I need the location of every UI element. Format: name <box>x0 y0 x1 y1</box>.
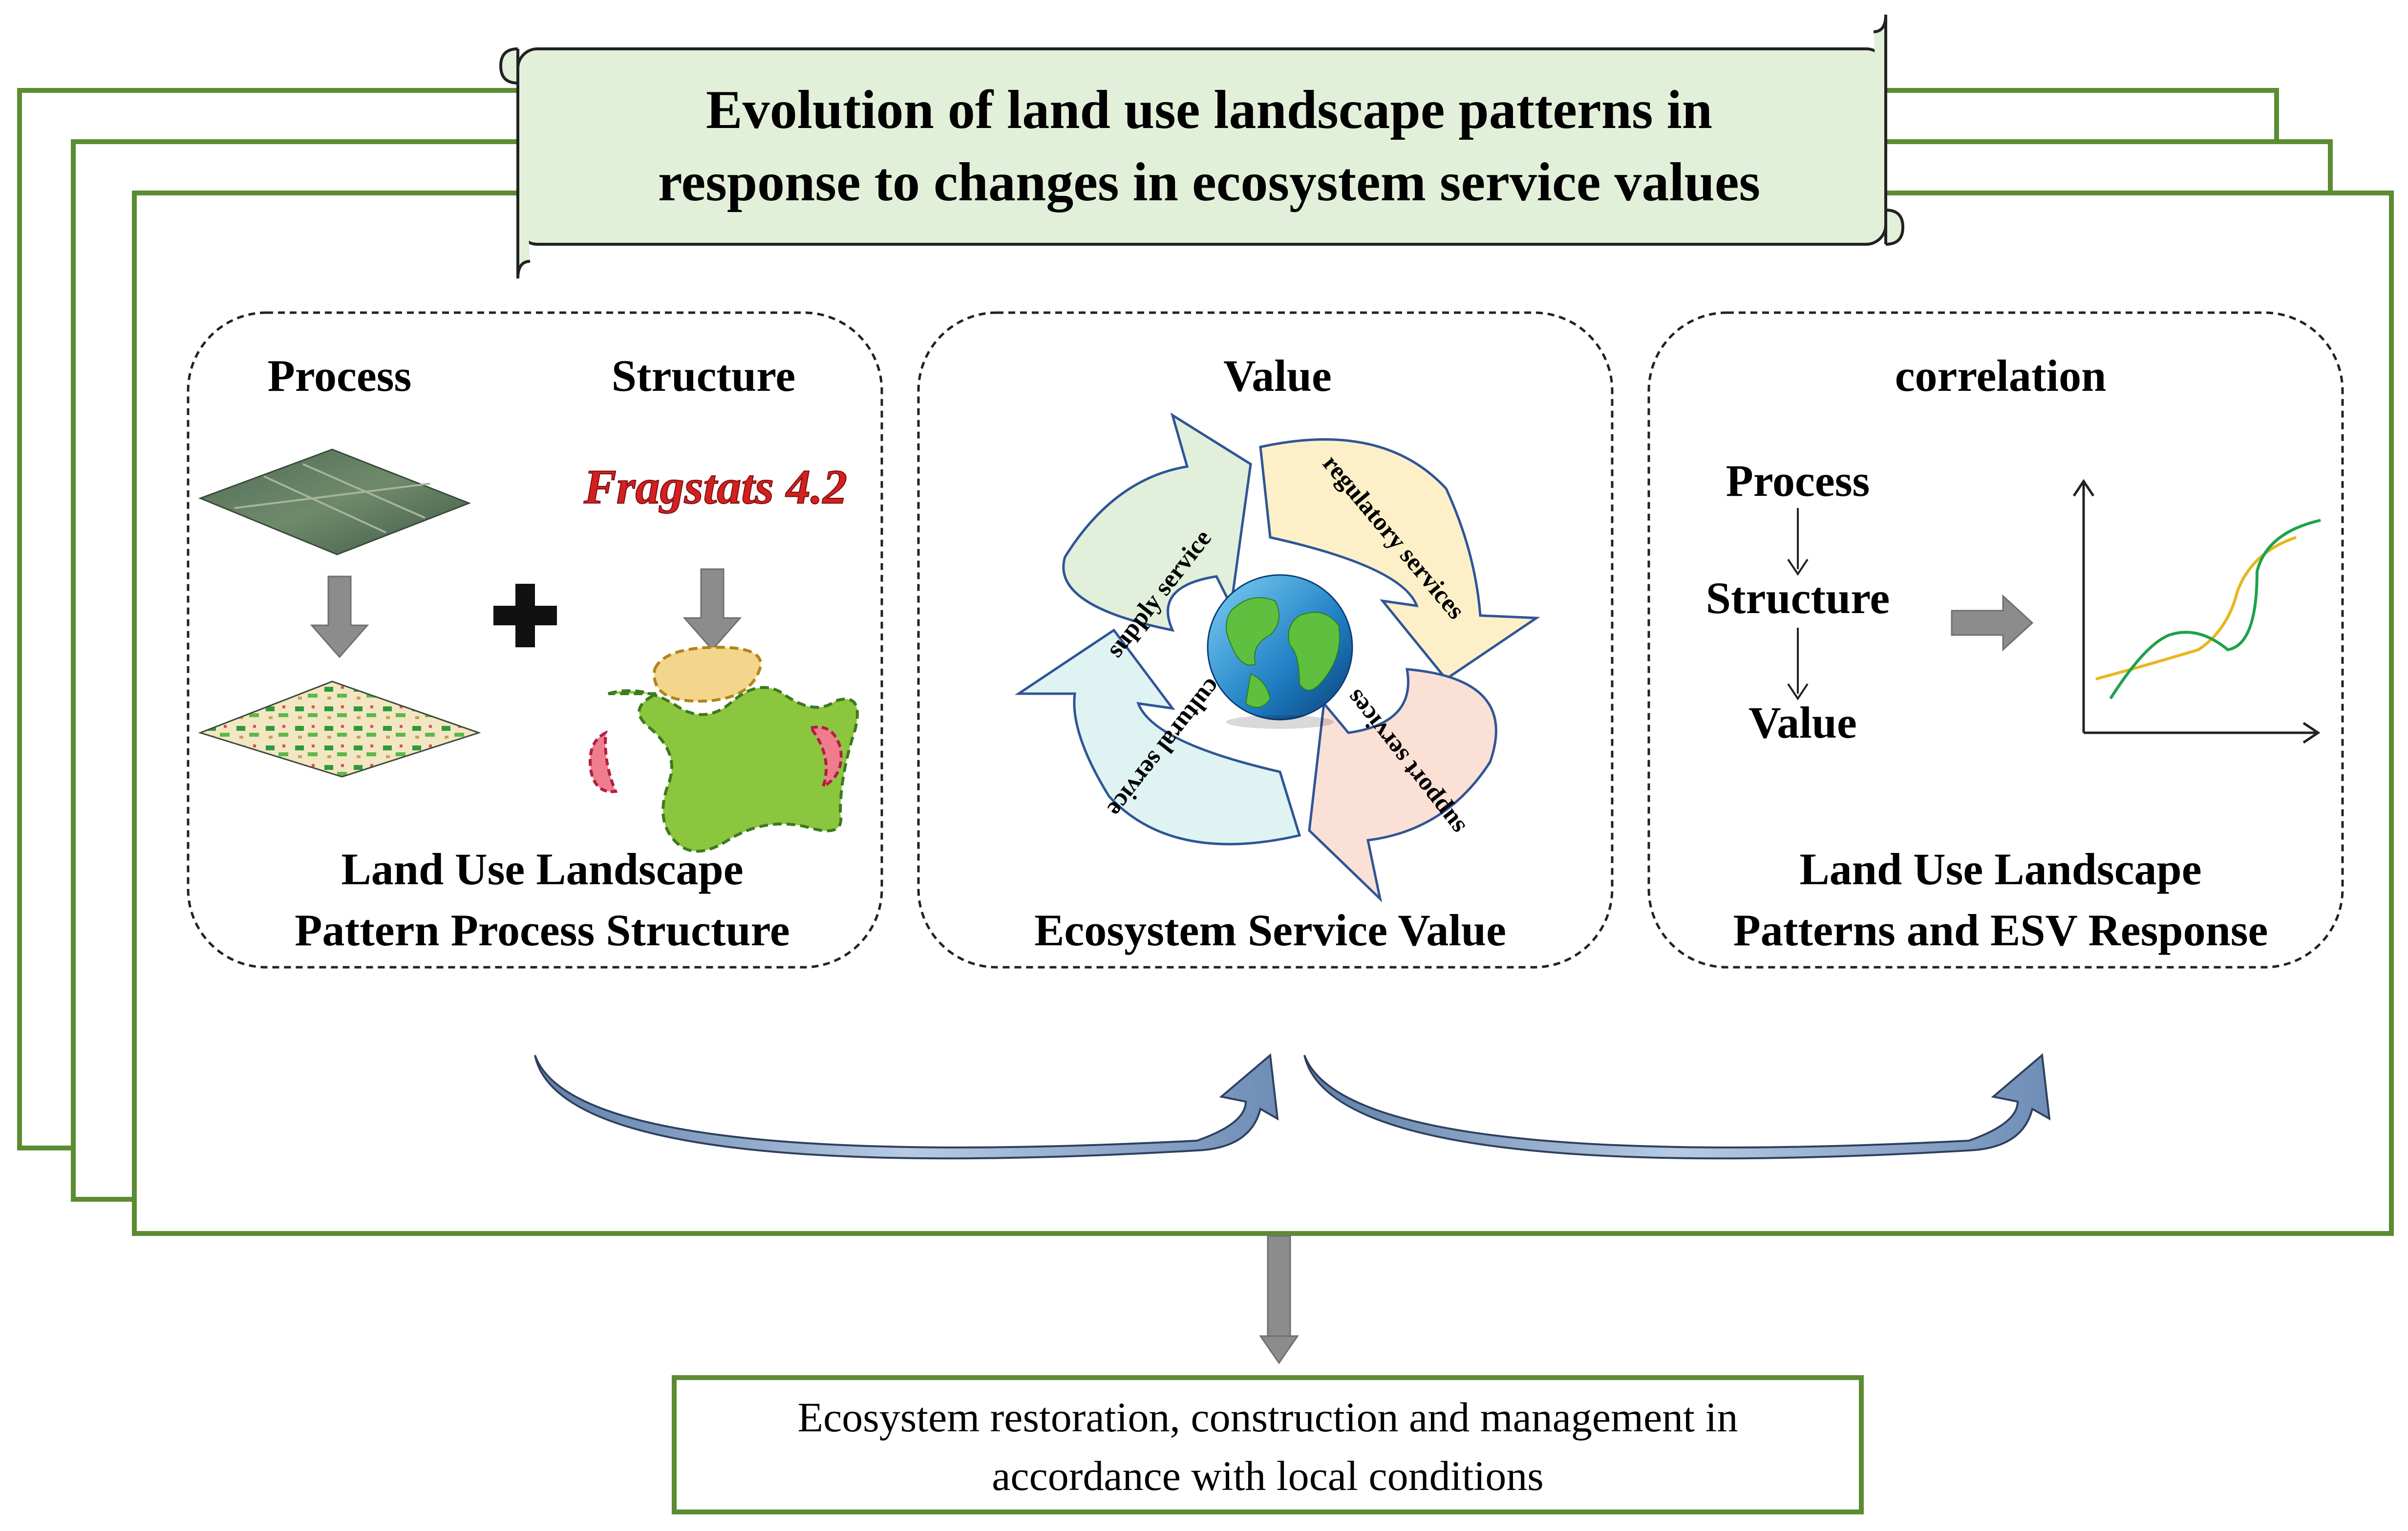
panel-right-content: correlation Process Structure Value Land… <box>1706 351 2321 955</box>
connector-down-head <box>1259 1335 1299 1364</box>
earth-continents <box>1226 597 1340 708</box>
arrow-regulatory-services <box>1259 438 1540 681</box>
scroll-curl-right <box>1873 14 1905 246</box>
bottom-box-line-2: accordance with local conditions <box>992 1452 1544 1499</box>
patch-red-right <box>808 725 843 790</box>
graph-curve-yellow <box>2095 536 2297 680</box>
right-gray-arrow <box>1951 594 2034 652</box>
title-scroll-body <box>516 47 1887 246</box>
bottom-box-line-1: Ecosystem restoration, construction and … <box>798 1394 1738 1441</box>
left-caption-line-2: Pattern Process Structure <box>295 905 789 955</box>
left-heading-process: Process <box>268 351 412 401</box>
left-down-arrow-2 <box>682 568 742 651</box>
flow-arrow-1-head <box>1787 558 1809 576</box>
scroll-curl-left <box>499 47 531 279</box>
panel-left <box>187 311 883 969</box>
flow-arrow-2-head <box>1787 683 1809 701</box>
arrow-cultural-service <box>1014 628 1301 846</box>
right-caption-line-1: Land Use Landscape <box>1799 844 2201 894</box>
middle-caption: Ecosystem Service Value <box>1034 905 1506 955</box>
panel-middle-content: Value supply service regulatory services… <box>1014 351 1540 955</box>
right-caption-line-2: Patterns and ESV Response <box>1733 905 2268 955</box>
graph-x-axis-head <box>2302 722 2321 744</box>
panel-middle <box>917 311 1614 969</box>
correlation-graph <box>2072 479 2321 744</box>
right-heading: correlation <box>1895 351 2107 401</box>
title-line-1: Evolution of land use landscape patterns… <box>706 80 1712 140</box>
flow-value: Value <box>1748 698 1857 747</box>
satellite-map-roads <box>234 463 430 533</box>
arrow-support-services <box>1308 668 1497 903</box>
middle-heading: Value <box>1223 351 1332 401</box>
graph-y-axis-head <box>2072 479 2095 497</box>
flow-process: Process <box>1726 456 1870 506</box>
left-caption-line-1: Land Use Landscape <box>341 844 743 894</box>
patch-red-left <box>589 730 618 793</box>
panel-right <box>1647 311 2344 969</box>
graph-curve-green <box>2109 519 2321 700</box>
patch-yellow <box>653 645 762 703</box>
title-line-2: response to changes in ecosystem service… <box>658 152 1760 213</box>
land-use-map-diamond <box>198 680 481 778</box>
left-down-arrow-1 <box>310 575 369 659</box>
satellite-map-diamond <box>198 448 471 555</box>
connector-down-shaft <box>1267 1235 1291 1340</box>
patch-green <box>608 686 859 853</box>
plus-icon <box>493 584 557 647</box>
panel-left-content: Process Structure Fragstats 4.2 Land Use… <box>198 351 859 955</box>
bottom-result-box <box>672 1375 1864 1514</box>
title-scroll: Evolution of land use landscape patterns… <box>499 14 1905 279</box>
earth-shadow <box>1226 715 1334 729</box>
curved-arrow-middle-to-right <box>1303 1053 2051 1160</box>
left-heading-structure: Structure <box>612 351 795 401</box>
curved-arrow-left-to-middle <box>534 1053 1279 1160</box>
flow-structure: Structure <box>1706 573 1890 623</box>
fragstats-logo: Fragstats 4.2 <box>583 460 847 514</box>
arrow-supply-service <box>1062 412 1252 632</box>
